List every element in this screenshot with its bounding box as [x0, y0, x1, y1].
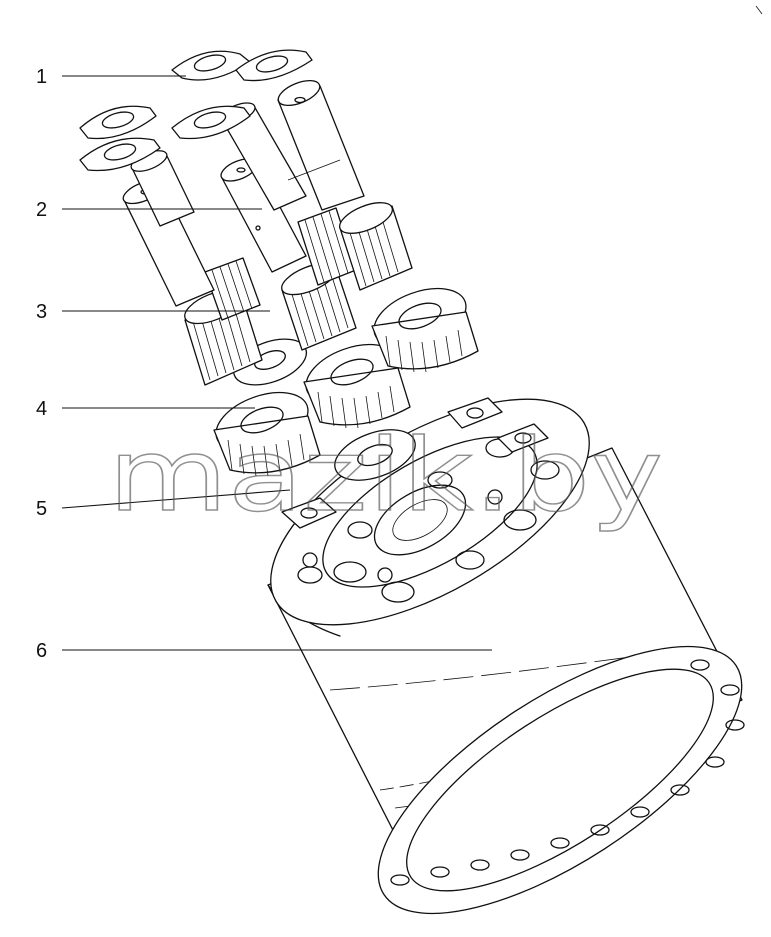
callout-3: 3 — [36, 301, 47, 323]
leader-5 — [61, 489, 291, 509]
needle-bushings — [184, 202, 413, 386]
callout-6: 6 — [36, 640, 47, 662]
leader-lines — [61, 75, 492, 651]
planet-gears — [213, 287, 479, 481]
thrust-washers — [281, 397, 549, 529]
callout-numbers: 1 2 3 4 5 6 — [36, 66, 47, 662]
pin-washers — [79, 49, 313, 172]
watermark-text: mazik.by — [108, 417, 663, 534]
callout-2: 2 — [36, 199, 47, 221]
pencil-mark-icon — [755, 5, 763, 15]
callout-1: 1 — [36, 66, 47, 88]
callout-5: 5 — [36, 498, 47, 520]
ring-gear-housing — [267, 398, 745, 915]
callout-4: 4 — [36, 398, 47, 420]
